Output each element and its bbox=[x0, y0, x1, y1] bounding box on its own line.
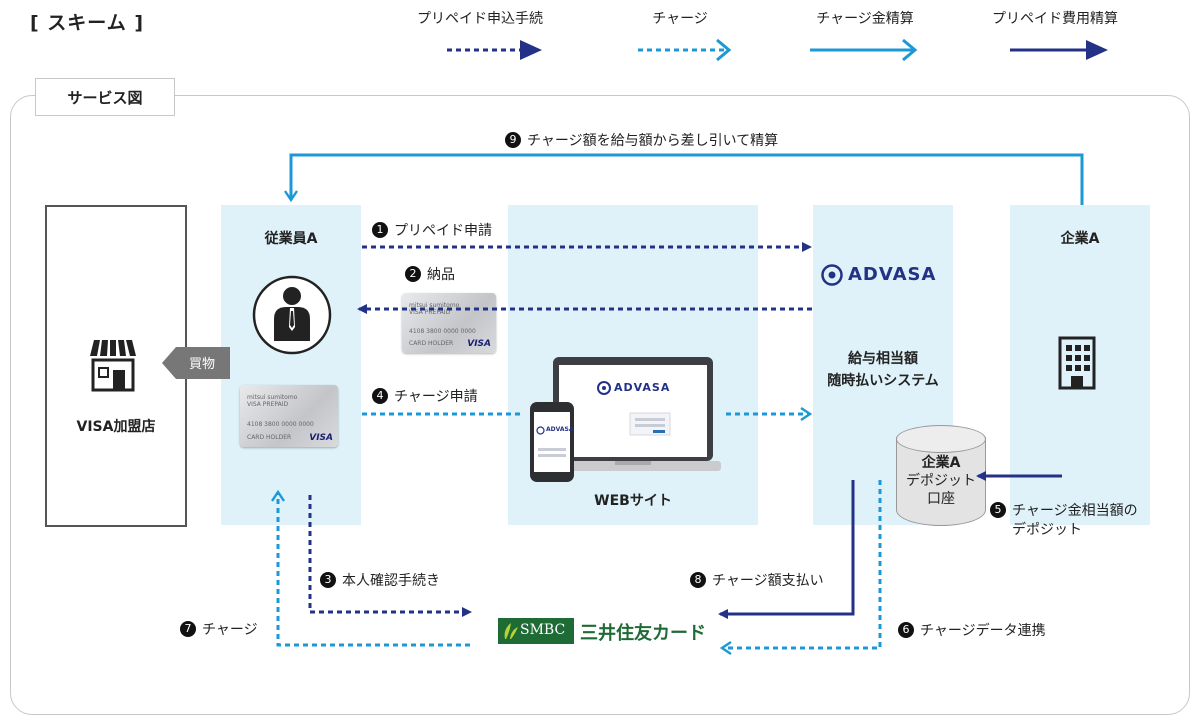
card-number-text: 4108 3800 0000 0000 bbox=[409, 328, 476, 335]
deposit-label-line1: 企業A bbox=[921, 455, 961, 471]
step2-label: 2 納品 bbox=[405, 264, 455, 284]
visa-store-box bbox=[45, 205, 187, 527]
employee-panel bbox=[221, 205, 361, 525]
card-holder-text: CARD HOLDER bbox=[247, 434, 292, 441]
building-icon bbox=[1057, 336, 1101, 392]
step5-text-line2: デポジット bbox=[1012, 522, 1082, 538]
step3-label: 3 本人確認手続き bbox=[320, 570, 440, 590]
advasa-mark-icon bbox=[821, 264, 843, 286]
flow-step9-arrow bbox=[291, 153, 1084, 205]
card-visa-logo: VISA bbox=[467, 339, 491, 349]
step9-label: 9 チャージ額を給与額から差し引いて精算 bbox=[505, 130, 778, 150]
legend-arrowhead-charge bbox=[716, 38, 732, 62]
flow-step7-arrow bbox=[278, 492, 470, 647]
card-holder-text: CARD HOLDER bbox=[409, 340, 454, 347]
visa-store-label: VISA加盟店 bbox=[76, 419, 156, 435]
shopping-tag bbox=[162, 347, 230, 379]
advasa-logo-text: ADVASA bbox=[848, 264, 937, 285]
step9-badge: 9 bbox=[505, 132, 521, 148]
phone-advasa-logo: ADVASA bbox=[536, 426, 574, 436]
step9-text: チャージ額を給与額から差し引いて精算 bbox=[527, 133, 779, 149]
store-icon bbox=[88, 338, 143, 393]
company-title: 企業A bbox=[1060, 231, 1100, 247]
system-label-line2: 随時払いシステム bbox=[827, 373, 939, 389]
step2-badge: 2 bbox=[405, 266, 421, 282]
smbc-logo-box: SMBC bbox=[498, 618, 574, 644]
step6-badge: 6 bbox=[898, 622, 914, 638]
step3-badge: 3 bbox=[320, 572, 336, 588]
step1-badge: 1 bbox=[372, 222, 388, 238]
legend-charge-settlement-label: チャージ金精算 bbox=[816, 11, 914, 27]
scheme-title: [ スキーム ] bbox=[30, 12, 145, 34]
laptop-advasa-logo: ADVASA bbox=[596, 380, 676, 396]
person-icon bbox=[252, 275, 332, 355]
service-diagram-tab: サービス図 bbox=[35, 78, 175, 116]
smbc-company-name: 三井住友カード bbox=[580, 623, 706, 644]
card-type-text: VISA PREPAID bbox=[247, 401, 289, 408]
system-label-line1: 給与相当額 bbox=[848, 351, 918, 367]
flow-step3-arrow bbox=[308, 495, 472, 617]
step7-badge: 7 bbox=[180, 621, 196, 637]
step4-label: 4 チャージ申請 bbox=[372, 386, 478, 406]
step8-badge: 8 bbox=[690, 572, 706, 588]
legend-arrowhead-prepaid-fee-settlement bbox=[1086, 40, 1108, 60]
employee-title: 従業員A bbox=[264, 231, 318, 247]
step6-text: チャージデータ連携 bbox=[920, 623, 1046, 639]
step8-label: 8 チャージ額支払い bbox=[690, 570, 824, 590]
shopping-tag-label: 買物 bbox=[188, 357, 215, 372]
smbc-mark-text: SMBC bbox=[520, 622, 566, 638]
legend-arrowhead-charge-settlement bbox=[902, 38, 918, 62]
step7-text: チャージ bbox=[202, 622, 258, 638]
step1-text: プリペイド申請 bbox=[394, 223, 492, 239]
smbc-leaf-icon bbox=[504, 623, 518, 639]
card-type-text: VISA PREPAID bbox=[409, 309, 451, 316]
advasa-mark-icon bbox=[536, 426, 545, 435]
step2-text: 納品 bbox=[427, 267, 455, 283]
advasa-logo: ADVASA bbox=[820, 262, 950, 288]
flow-step6-arrow bbox=[722, 480, 882, 648]
legend-arrows bbox=[447, 38, 1108, 62]
phone-advasa-text: ADVASA bbox=[546, 426, 574, 433]
step7-label: 7 チャージ bbox=[180, 619, 258, 639]
prepaid-card-delivered: mitsui sumitomo VISA PREPAID 4108 3800 0… bbox=[402, 293, 496, 353]
deposit-label-line2: デポジット bbox=[906, 473, 976, 489]
card-number-text: 4108 3800 0000 0000 bbox=[247, 421, 314, 428]
step8-text: チャージ額支払い bbox=[712, 573, 824, 589]
legend-charge-label: チャージ bbox=[652, 11, 708, 27]
step6-label: 6 チャージデータ連携 bbox=[898, 620, 1046, 640]
step3-text: 本人確認手続き bbox=[342, 573, 440, 589]
step5-badge: 5 bbox=[990, 502, 1006, 518]
step5-label: 5 チャージ金相当額の デポジット bbox=[990, 500, 1138, 540]
laptop-icon bbox=[545, 355, 721, 475]
prepaid-card-employee: mitsui sumitomo VISA PREPAID 4108 3800 0… bbox=[240, 385, 338, 447]
step1-label: 1 プリペイド申請 bbox=[372, 220, 492, 240]
step4-text: チャージ申請 bbox=[394, 389, 478, 405]
legend-prepaid-application-label: プリペイド申込手続 bbox=[417, 11, 543, 27]
service-diagram-frame bbox=[10, 95, 1190, 715]
legend-prepaid-fee-settlement-label: プリペイド費用精算 bbox=[992, 11, 1118, 27]
step5-text-line1: チャージ金相当額の bbox=[1012, 503, 1138, 519]
step4-badge: 4 bbox=[372, 388, 388, 404]
smartphone-icon bbox=[530, 402, 574, 482]
card-brand-text: mitsui sumitomo bbox=[247, 394, 298, 401]
deposit-cylinder-top bbox=[896, 425, 986, 453]
deposit-label-line3: 口座 bbox=[927, 491, 955, 507]
flow-step8-arrow bbox=[718, 480, 855, 619]
card-visa-logo: VISA bbox=[309, 433, 333, 443]
advasa-mark-icon bbox=[597, 381, 611, 395]
web-site-label: WEBサイト bbox=[594, 493, 672, 509]
legend-arrowhead-prepaid-application bbox=[520, 40, 542, 60]
card-brand-text: mitsui sumitomo bbox=[409, 302, 460, 309]
laptop-advasa-text: ADVASA bbox=[614, 381, 671, 394]
